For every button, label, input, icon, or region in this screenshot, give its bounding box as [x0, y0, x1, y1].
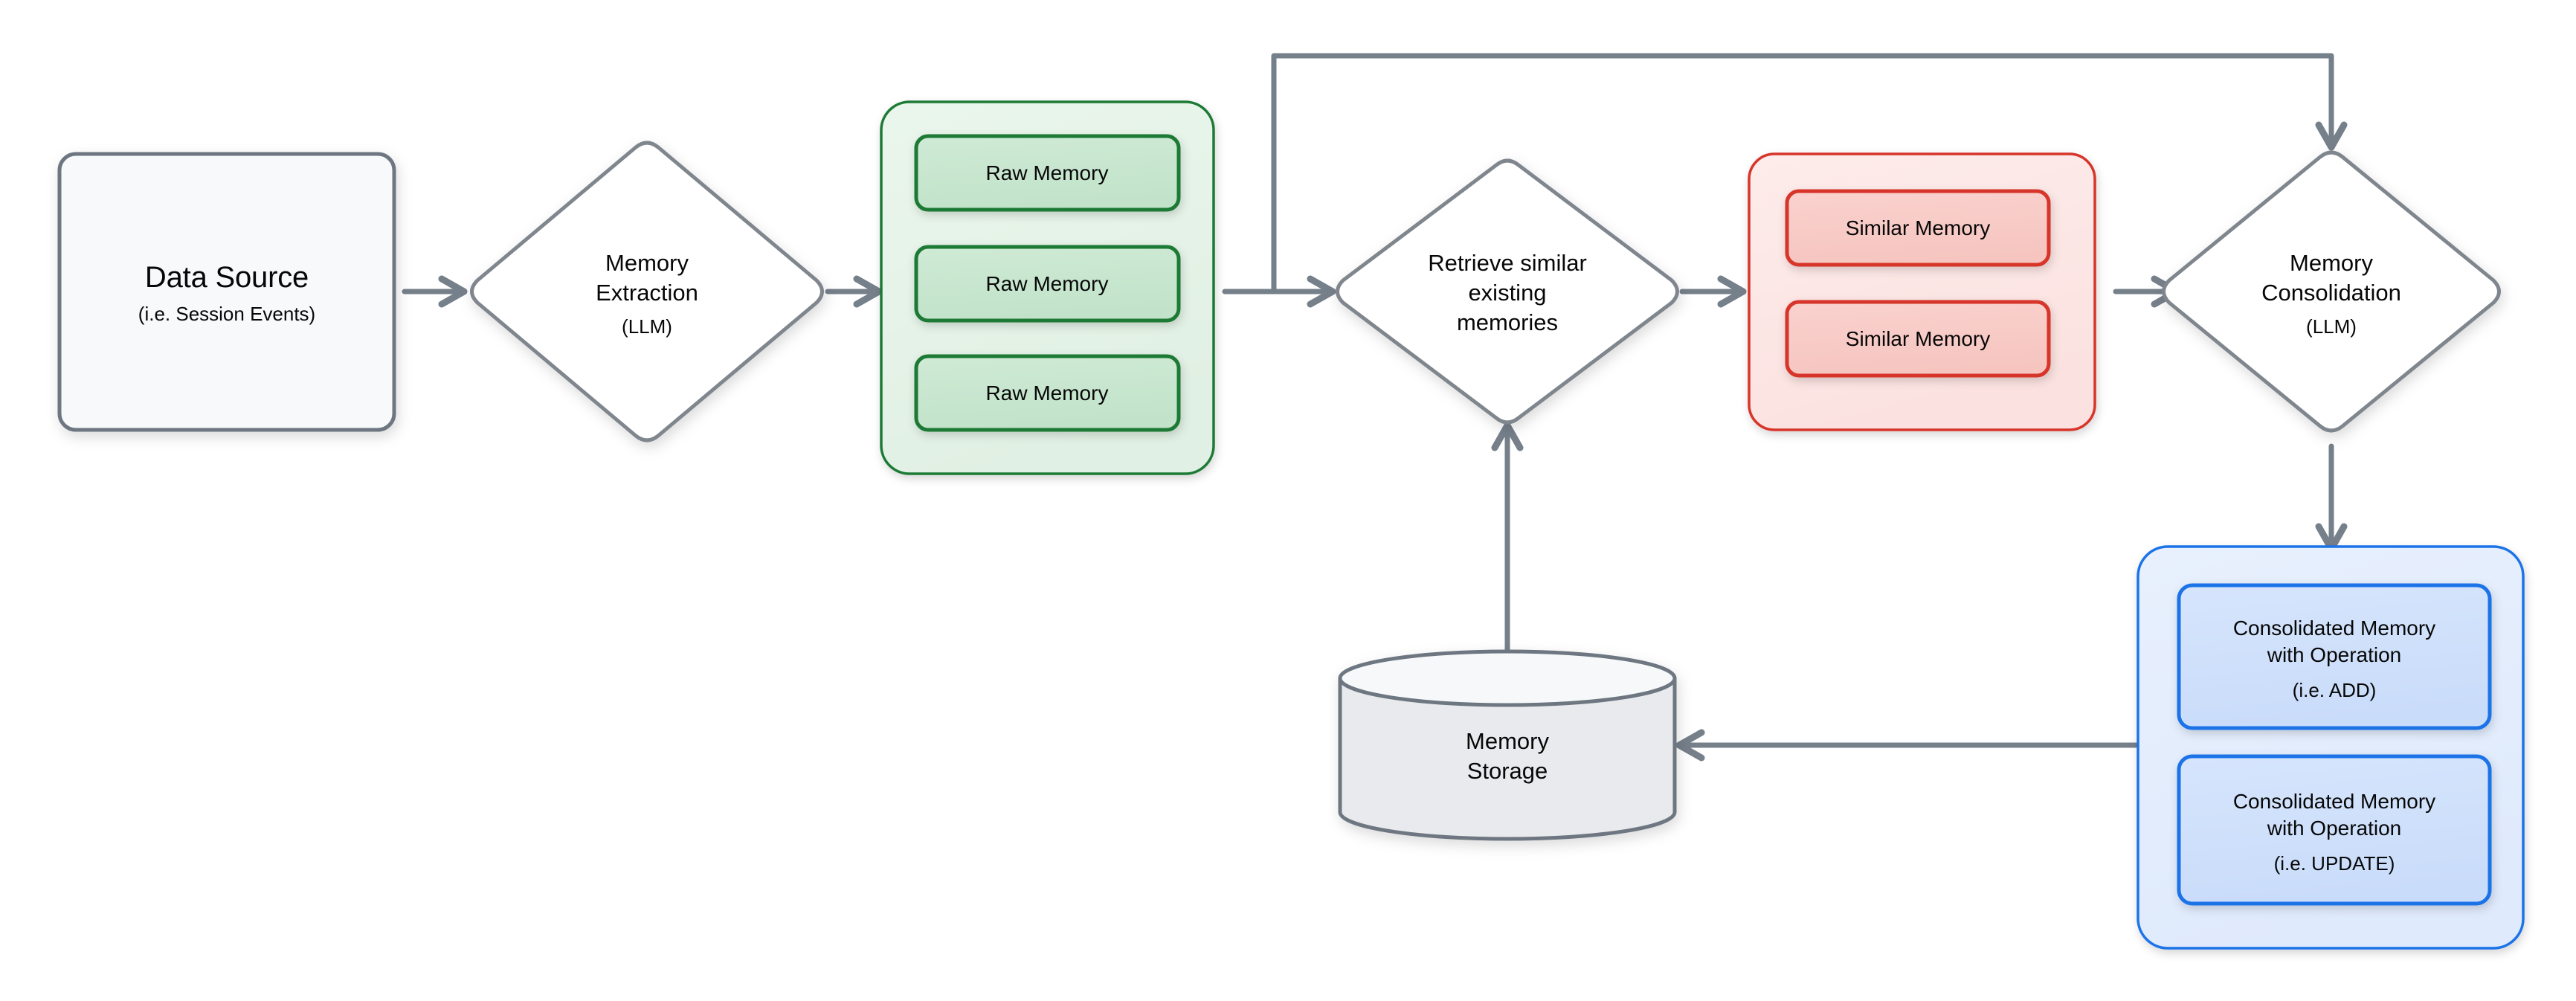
list-item[interactable]: Raw Memory	[914, 245, 1181, 323]
data-source-subtitle: (i.e. Session Events)	[138, 303, 315, 325]
raw-memory-item-label: Raw Memory	[986, 272, 1109, 295]
similar-memory-item-label: Similar Memory	[1846, 327, 1990, 350]
node-retrieve-similar[interactable]	[1336, 158, 1679, 425]
memory-storage-top	[1338, 649, 1677, 707]
list-item[interactable]: Consolidated Memory with Operation (i.e.…	[2177, 583, 2492, 730]
memory-extraction-subtitle: (LLM)	[622, 315, 672, 338]
group-raw-memory: Raw Memory Raw Memory Raw Memory	[880, 100, 1215, 475]
consolidated-memory-item-line1: Consolidated Memory	[2233, 790, 2435, 813]
data-source-title: Data Source	[145, 261, 309, 294]
memory-consolidation-line2: Consolidation	[2261, 280, 2401, 306]
retrieve-similar-line3: memories	[1457, 309, 1558, 335]
raw-memory-item-shape[interactable]	[914, 134, 1181, 212]
group-similar-memory: Similar Memory Similar Memory	[1748, 152, 2096, 431]
consolidated-memory-item-line1: Consolidated Memory	[2233, 617, 2435, 640]
list-item[interactable]: Similar Memory	[1785, 189, 2051, 267]
node-memory-consolidation[interactable]	[2162, 150, 2501, 433]
consolidated-memory-item-shape[interactable]	[2177, 583, 2492, 730]
edge-retrieve-similar-to-similar-memory	[1679, 275, 1747, 308]
memory-consolidation-subtitle: (LLM)	[2306, 315, 2357, 338]
consolidated-memory-item-subtitle: (i.e. UPDATE)	[2274, 852, 2395, 875]
data-source-shape[interactable]	[57, 152, 396, 432]
group-consolidated-memory: Consolidated Memory with Operation (i.e.…	[2137, 545, 2525, 950]
node-data-source[interactable]	[57, 152, 396, 432]
edge-memory-extraction-to-raw-memory	[825, 275, 883, 308]
raw-memory-item-shape[interactable]	[914, 354, 1181, 432]
raw-memory-item-label: Raw Memory	[986, 382, 1109, 405]
memory-storage-line1: Memory	[1466, 728, 1549, 754]
similar-memory-item-label: Similar Memory	[1846, 216, 1990, 239]
consolidated-memory-item-line2: with Operation	[2267, 817, 2402, 840]
list-item[interactable]: Raw Memory	[914, 134, 1181, 212]
list-item[interactable]: Consolidated Memory with Operation (i.e.…	[2177, 754, 2492, 906]
edge-data-source-to-memory-extraction	[402, 275, 468, 308]
raw-memory-item-label: Raw Memory	[986, 161, 1109, 184]
retrieve-similar-line2: existing	[1468, 280, 1546, 306]
list-item[interactable]: Raw Memory	[914, 354, 1181, 432]
node-memory-extraction[interactable]	[470, 141, 824, 442]
memory-storage-body[interactable]	[1338, 676, 1677, 841]
edge-raw-memory-bypass-to-memory-consolidation	[1271, 53, 2348, 294]
retrieve-similar-shape[interactable]	[1336, 158, 1679, 425]
memory-extraction-shape[interactable]	[470, 141, 824, 442]
edge-memory-consolidation-to-consolidated-memory	[2315, 443, 2348, 553]
memory-extraction-line2: Extraction	[596, 280, 698, 306]
list-item[interactable]: Similar Memory	[1785, 300, 2051, 378]
similar-memory-item-shape[interactable]	[1785, 300, 2051, 378]
memory-consolidation-line1: Memory	[2290, 250, 2373, 276]
similar-memory-item-shape[interactable]	[1785, 189, 2051, 267]
edge-raw-memory-to-retrieve-similar	[1222, 275, 1336, 308]
memory-consolidation-shape[interactable]	[2162, 150, 2501, 433]
memory-storage-line2: Storage	[1467, 758, 1548, 784]
memory-extraction-line1: Memory	[605, 250, 689, 276]
consolidated-memory-item-subtitle: (i.e. ADD)	[2293, 679, 2377, 701]
consolidated-memory-item-shape[interactable]	[2177, 754, 2492, 906]
raw-memory-item-shape[interactable]	[914, 245, 1181, 323]
edge-memory-storage-to-retrieve-similar	[1491, 422, 1524, 663]
edge-consolidated-memory-to-memory-storage	[1675, 729, 2139, 762]
consolidated-memory-item-line2: with Operation	[2267, 643, 2402, 666]
retrieve-similar-line1: Retrieve similar	[1428, 250, 1587, 276]
node-memory-storage[interactable]	[1338, 649, 1677, 841]
